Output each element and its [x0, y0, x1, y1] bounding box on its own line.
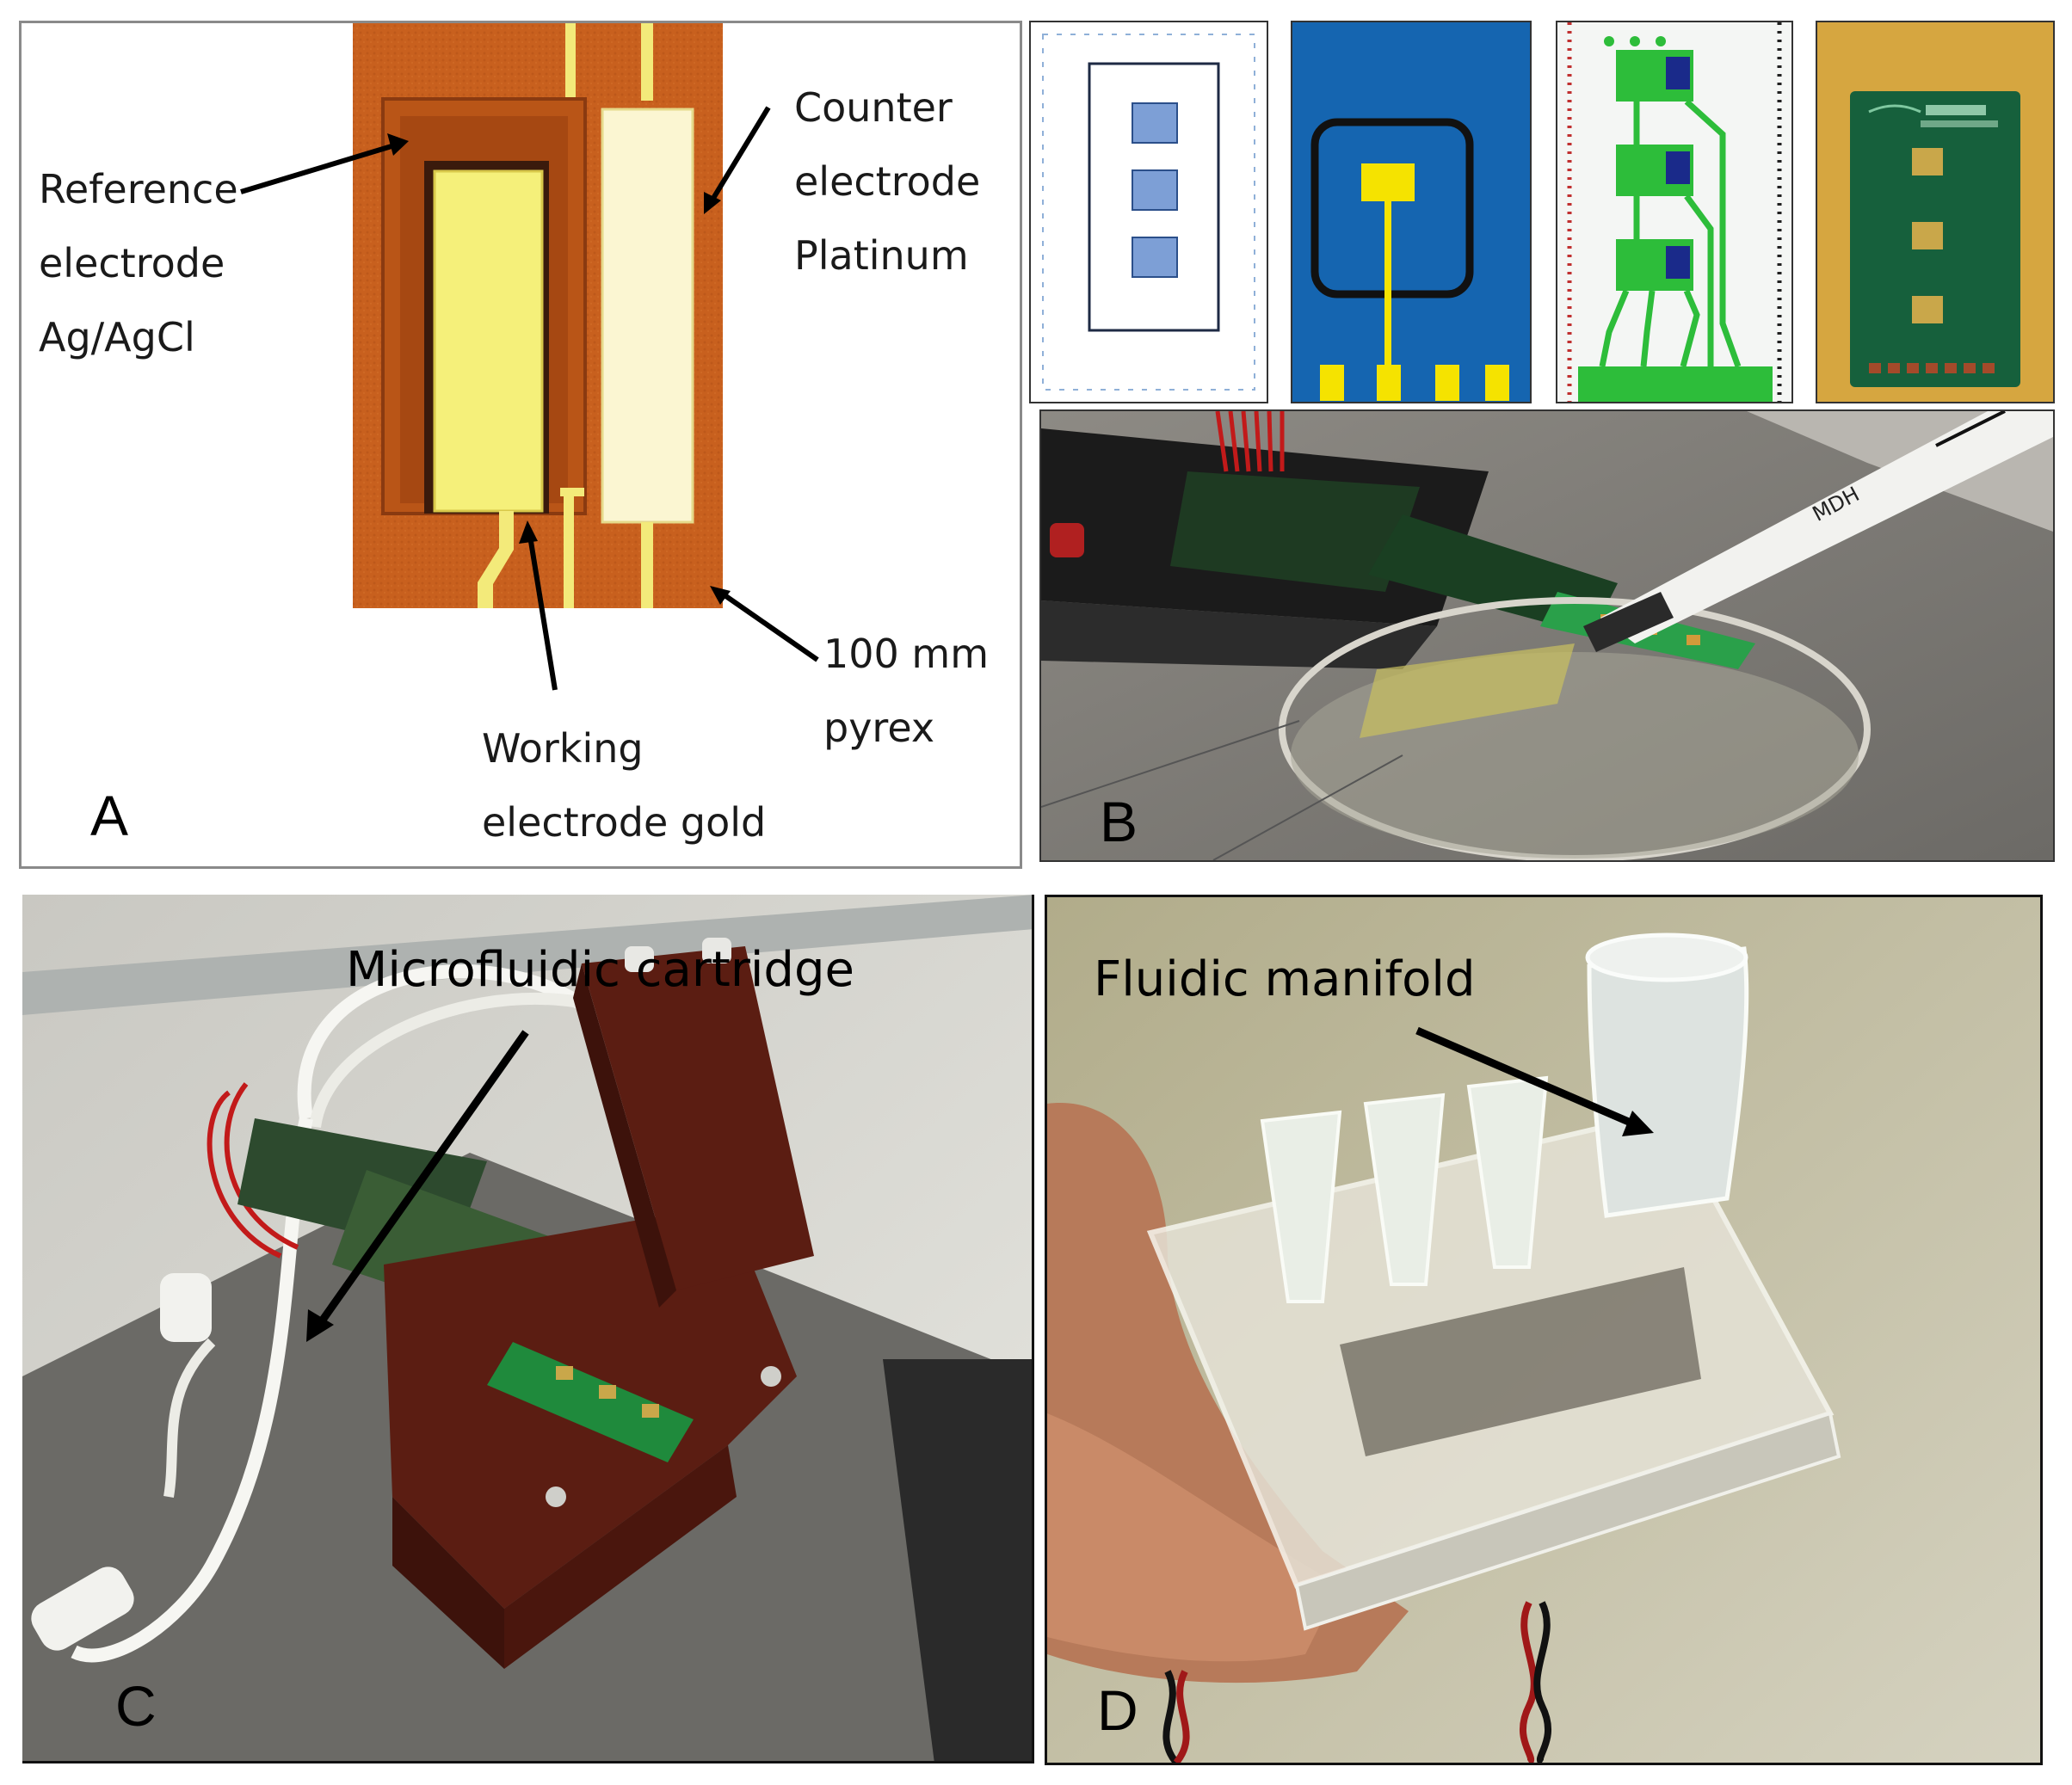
counter-line-3: Platinum [794, 232, 969, 279]
panel-c-letter: C [115, 1674, 157, 1738]
substrate-line-2: pyrex [823, 705, 935, 751]
counter-line-2: electrode [794, 158, 981, 205]
fluidic-manifold-label: Fluidic manifold [1094, 951, 1476, 1007]
microfluidic-cartridge-label: Microfluidic cartridge [346, 942, 854, 998]
counter-electrode-label: Counter electrode Platinum [794, 71, 980, 292]
reference-electrode-label: Reference electrode Ag/AgCl [39, 152, 238, 374]
panel-b-thumb-chip-photo [1816, 21, 2055, 403]
panel-b-thumb-mask [1029, 21, 1268, 403]
counter-line-1: Counter [794, 84, 953, 131]
panel-b-letter: B [1100, 790, 1138, 853]
electrode-micrograph [240, 23, 819, 691]
substrate-label: 100 mm pyrex [823, 617, 989, 765]
panel-b-thumb-layout [1291, 21, 1532, 403]
panel-c: Microfluidic cartridge C [22, 895, 1034, 1763]
panel-d: Fluidic manifold D [1045, 895, 2043, 1765]
working-electrode-label: Working electrode gold [482, 711, 766, 859]
working-line-2: electrode gold [482, 799, 767, 846]
working-line-1: Working [482, 725, 644, 772]
reference-line-1: Reference [39, 166, 238, 212]
substrate-line-1: 100 mm [823, 631, 990, 677]
reference-line-3: Ag/AgCl [39, 314, 195, 360]
panel-d-letter: D [1097, 1678, 1138, 1742]
reference-line-2: electrode [39, 240, 225, 286]
panel-b-photo: MDH B [1039, 409, 2055, 862]
panel-a: Reference electrode Ag/AgCl Counter elec… [19, 21, 1022, 869]
panel-b-thumb-traces [1556, 21, 1793, 403]
panel-a-letter: A [90, 784, 129, 847]
